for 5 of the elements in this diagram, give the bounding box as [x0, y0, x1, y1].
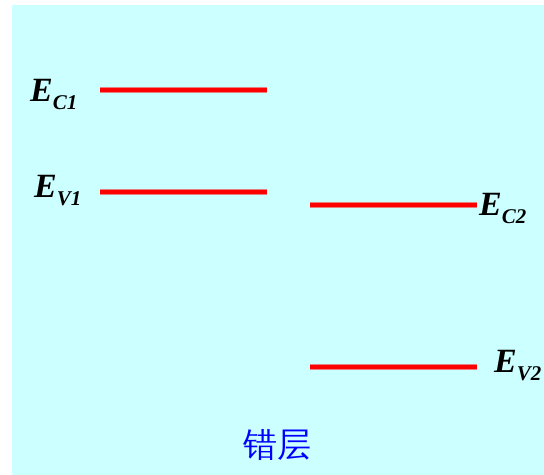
energy-level-label: E$_{V1}$ [34, 170, 82, 209]
caption: 错层 [243, 425, 311, 466]
energy-level-label: E$_{C2}$ [479, 188, 526, 227]
energy-level-label: E$_{C1}$ [30, 74, 78, 113]
energy-level-label: E$_{V2}$ [494, 345, 542, 384]
